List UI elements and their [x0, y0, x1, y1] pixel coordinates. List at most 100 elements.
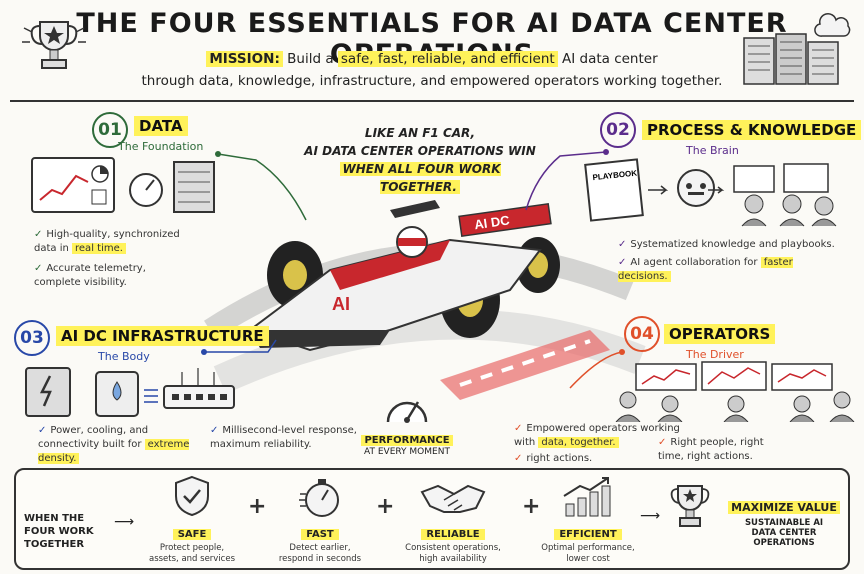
f1-line2: AI DATA CENTER OPERATIONS WIN: [304, 144, 536, 158]
outcome-safe: SAFE Protect people, assets, and service…: [142, 522, 242, 565]
bar-growth-icon: [563, 477, 611, 517]
infra-bullet-1: ✓Power, cooling, and connectivity built …: [38, 424, 198, 466]
check-icon: ✓: [618, 239, 627, 250]
infra-b2: Millisecond-level response, maximum reli…: [210, 425, 357, 450]
performance-label: PERFORMANCE AT EVERY MOMENT: [352, 428, 462, 457]
check-icon: ✓: [618, 257, 627, 268]
stopwatch-icon: [299, 479, 339, 517]
arrow-right-icon: ⟶: [114, 514, 135, 530]
infra-subtitle: The Body: [98, 350, 150, 363]
check-icon: ✓: [34, 263, 43, 274]
data-b2: Accurate telemetry, complete visibility.: [34, 263, 146, 288]
outcome-reliable-desc1: Consistent operations,: [405, 543, 501, 553]
monitor-icon: [771, 363, 833, 391]
trophy-icon: [670, 485, 710, 527]
operators-b1-hl: data, together.: [538, 437, 619, 448]
outcome-safe-desc1: Protect people,: [159, 543, 225, 553]
outcome-reliable: RELIABLE Consistent operations, high ava…: [400, 522, 506, 565]
process-connector: [525, 149, 609, 211]
f1-tagline: LIKE AN F1 CAR, AI DATA CENTER OPERATION…: [300, 124, 540, 196]
operators-illustration: [615, 361, 855, 422]
process-bullet-1: ✓Systematized knowledge and playbooks.: [618, 238, 848, 252]
monitor-icon: [733, 165, 775, 193]
plus-icon: +: [376, 494, 395, 519]
outcome-fast-label: FAST: [301, 529, 339, 540]
airbox: [390, 200, 440, 218]
operators-bullet-2: ✓Right people, right time, right actions…: [658, 436, 788, 464]
infra-illustration: [25, 367, 235, 417]
monitor-icon: [635, 363, 697, 391]
rear-wing: [458, 202, 552, 238]
mission-line2: through data, knowledge, infrastructure,…: [141, 73, 723, 89]
performance-title: PERFORMANCE: [361, 435, 453, 446]
mission-label: MISSION:: [206, 51, 283, 67]
infra-title: AI DC INFRASTRUCTURE: [56, 326, 269, 346]
mission-pre: Build a: [287, 51, 334, 67]
check-icon: ✓: [210, 425, 219, 436]
mission-highlight: safe, fast, reliable, and efficient: [337, 51, 558, 67]
check-icon: ✓: [38, 425, 47, 436]
outcome-reliable-label: RELIABLE: [421, 529, 485, 540]
mission-post: AI data center: [562, 51, 658, 67]
performance-sub: AT EVERY MOMENT: [364, 447, 450, 457]
outcome-fast-desc2: respond in seconds: [278, 554, 362, 564]
result-sub2: DATA CENTER OPERATIONS: [751, 528, 817, 548]
operators-b1: Empowered operators working with: [514, 423, 680, 448]
data-connector: [215, 151, 307, 221]
robot-icon: [677, 169, 715, 207]
data-dashboard-icon: [31, 157, 215, 213]
outcome-efficient-desc2: lower cost: [566, 554, 610, 564]
check-icon: ✓: [658, 437, 667, 448]
section-number-01: 01: [92, 112, 128, 148]
outcome-efficient: EFFICIENT Optimal performance, lower cos…: [538, 522, 638, 565]
process-title: PROCESS & KNOWLEDGE: [642, 120, 862, 140]
server-icon: [173, 161, 215, 213]
outcome-safe-label: SAFE: [172, 529, 212, 540]
operators-b2: Right people, right time, right actions.: [658, 437, 764, 462]
check-icon: ✓: [514, 453, 523, 464]
wing-text: AI DC: [473, 212, 511, 232]
server-rack-icon: [743, 13, 851, 85]
outcome-fast: FAST Detect earlier, respond in seconds: [270, 522, 370, 565]
section-number-02: 02: [600, 112, 636, 148]
trophy-icon: [22, 21, 86, 69]
f1-car-illustration: AI DC AI: [204, 200, 646, 400]
operators-subtitle: The Driver: [686, 348, 744, 361]
f1-line1: LIKE AN F1 CAR,: [364, 126, 476, 140]
data-bullet-1: ✓High-quality, synchronized data in real…: [34, 228, 194, 256]
outcome-result: MAXIMIZE VALUE SUSTAINABLE AI DATA CENTE…: [722, 496, 846, 548]
handshake-icon: [420, 484, 486, 513]
outcome-efficient-label: EFFICIENT: [554, 529, 622, 540]
operators-bullet-1b: ✓right actions.: [514, 452, 684, 466]
header-divider: [10, 100, 854, 102]
data-b1: High-quality, synchronized data in: [34, 229, 180, 254]
outcome-efficient-desc1: Optimal performance,: [541, 543, 635, 553]
operators-b1b: right actions.: [526, 453, 593, 464]
monitor-icon: [783, 163, 829, 193]
operators-bullet-1: ✓Empowered operators working with data, …: [514, 422, 684, 450]
arrow-right-icon: ⟶: [640, 508, 661, 524]
process-b1: Systematized knowledge and playbooks.: [630, 239, 835, 250]
outcome-reliable-desc2: high availability: [419, 554, 487, 564]
check-icon: ✓: [34, 229, 43, 240]
body-text: AI: [332, 294, 350, 314]
process-b2: AI agent collaboration for: [630, 257, 758, 268]
infra-connector: [201, 339, 277, 355]
outcome-fast-desc1: Detect earlier,: [289, 543, 351, 553]
process-illustration: PLAYBOOK: [584, 158, 837, 227]
outcome-safe-desc2: assets, and services: [148, 554, 236, 564]
data-b1-hl: real time.: [72, 243, 126, 254]
check-icon: ✓: [514, 423, 523, 434]
data-title: DATA: [134, 116, 188, 136]
data-subtitle: The Foundation: [118, 140, 204, 153]
monitor-icon: [701, 361, 767, 391]
outcomes-lead: WHEN THE FOUR WORK TOGETHER: [24, 513, 94, 550]
speedometer-icon: [386, 401, 428, 423]
plus-icon: +: [522, 494, 541, 519]
section-number-03: 03: [14, 320, 50, 356]
result-label: MAXIMIZE VALUE: [728, 501, 840, 514]
data-bullet-2: ✓Accurate telemetry, complete visibility…: [34, 262, 174, 290]
operators-connector: [569, 349, 625, 389]
mission-statement: MISSION: Build a safe, fast, reliable, a…: [120, 48, 744, 92]
operators-title: OPERATORS: [664, 324, 776, 344]
